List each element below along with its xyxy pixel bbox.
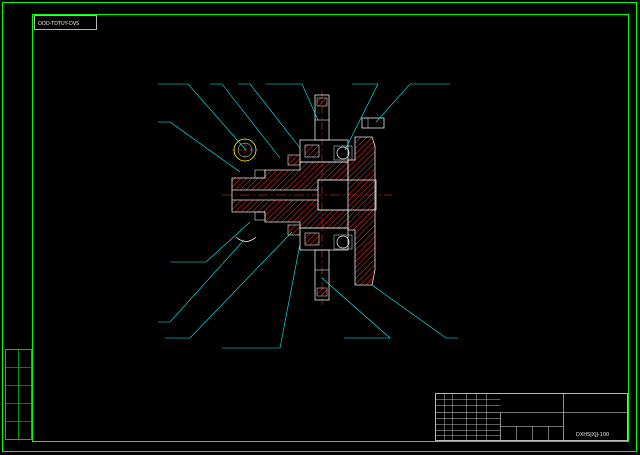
worm-lower-arc — [235, 236, 257, 242]
spindle-bore — [317, 179, 377, 211]
inner-border — [32, 14, 629, 442]
leader-lines — [158, 83, 458, 349]
left-collar — [254, 169, 266, 179]
spindle-upper-wall — [231, 161, 349, 191]
left-strip — [5, 349, 32, 440]
bearing-ball-lower — [336, 235, 350, 249]
spindle-lower-wall — [231, 199, 349, 229]
drawing-number-box: OOD-TDTUY-DVS — [34, 15, 97, 30]
title-block-code: DXHSJXJJ-100 — [576, 432, 609, 438]
upper-shaft — [314, 94, 330, 141]
roller-bearing-upper — [287, 154, 301, 166]
roller-bearing-lower — [287, 224, 301, 236]
bolt-top — [361, 117, 385, 129]
bearing-ball-upper — [336, 146, 350, 160]
assembly-section — [222, 90, 392, 305]
lower-shaft — [314, 249, 330, 301]
title-block: DXHSJXJJ-100 — [435, 393, 628, 441]
drawing-number-text: OOD-TDTUY-DVS — [38, 21, 79, 27]
